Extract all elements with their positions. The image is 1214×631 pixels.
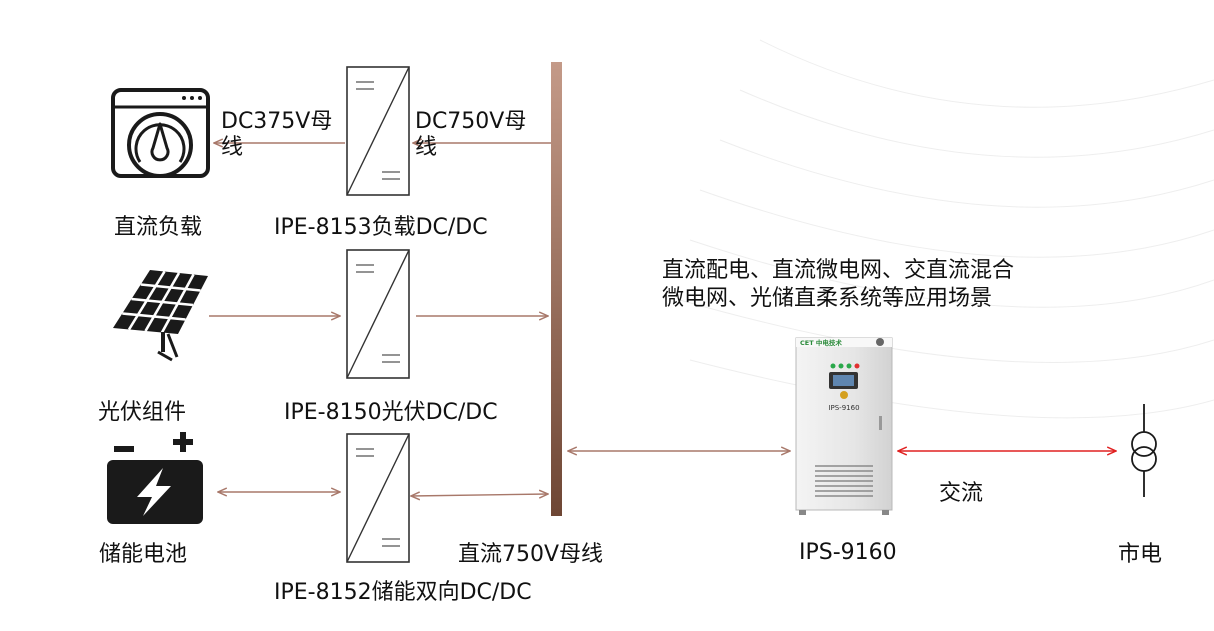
label-converter-storage: IPE-8152储能双向DC/DC [274, 580, 532, 605]
label-bus-left: DC375V母线 [221, 109, 333, 160]
label-battery: 储能电池 [99, 542, 188, 567]
dc-load-icon [111, 88, 210, 178]
background-waves [679, 39, 1214, 419]
label-converter-load: IPE-8153负载DC/DC [274, 215, 488, 240]
label-scenario-line2: 微电网、光储直柔系统等应用场景 [662, 286, 993, 311]
converter-storage-box [346, 433, 410, 563]
label-dc-bus: 直流750V母线 [458, 542, 604, 567]
dc-bus-bar [551, 62, 562, 516]
label-bus-right: DC750V母线 [415, 109, 527, 160]
arrow-converter-bus-bidir [411, 494, 548, 496]
cabinet-model-tag: IPS-9160 [828, 404, 859, 412]
label-pv-module: 光伏组件 [98, 400, 187, 425]
ips-cabinet: CET 中电技术 IPS-9160 [795, 337, 893, 515]
label-scenario-line1: 直流配电、直流微电网、交直流混合 [662, 258, 1015, 283]
converter-pv-box [346, 249, 410, 379]
connection-lines [209, 143, 790, 496]
battery-icon [107, 432, 203, 524]
label-cabinet-name: IPS-9160 [799, 540, 897, 565]
label-dc-load: 直流负载 [114, 215, 203, 240]
converter-load-box [346, 66, 410, 196]
label-grid: 市电 [1118, 542, 1163, 567]
label-converter-pv: IPE-8150光伏DC/DC [284, 400, 498, 425]
cabinet-brand: CET 中电技术 [800, 338, 842, 347]
pv-panel-icon [113, 270, 208, 362]
label-ac: 交流 [939, 481, 984, 506]
grid-transformer-icon [1131, 404, 1157, 497]
